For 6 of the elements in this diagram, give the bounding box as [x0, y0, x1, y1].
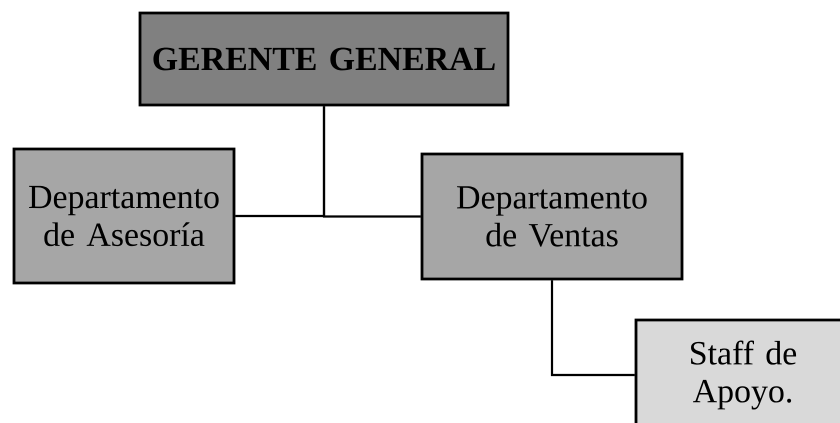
- connector-line: [550, 280, 635, 376]
- org-box: Departamento de Ventas: [420, 152, 684, 280]
- connector-line: [322, 106, 421, 218]
- org-box: Staff de Apoyo.: [634, 318, 840, 423]
- org-box: GERENTE GENERAL: [138, 12, 510, 106]
- org-box: Departamento de Asesoría: [12, 148, 236, 284]
